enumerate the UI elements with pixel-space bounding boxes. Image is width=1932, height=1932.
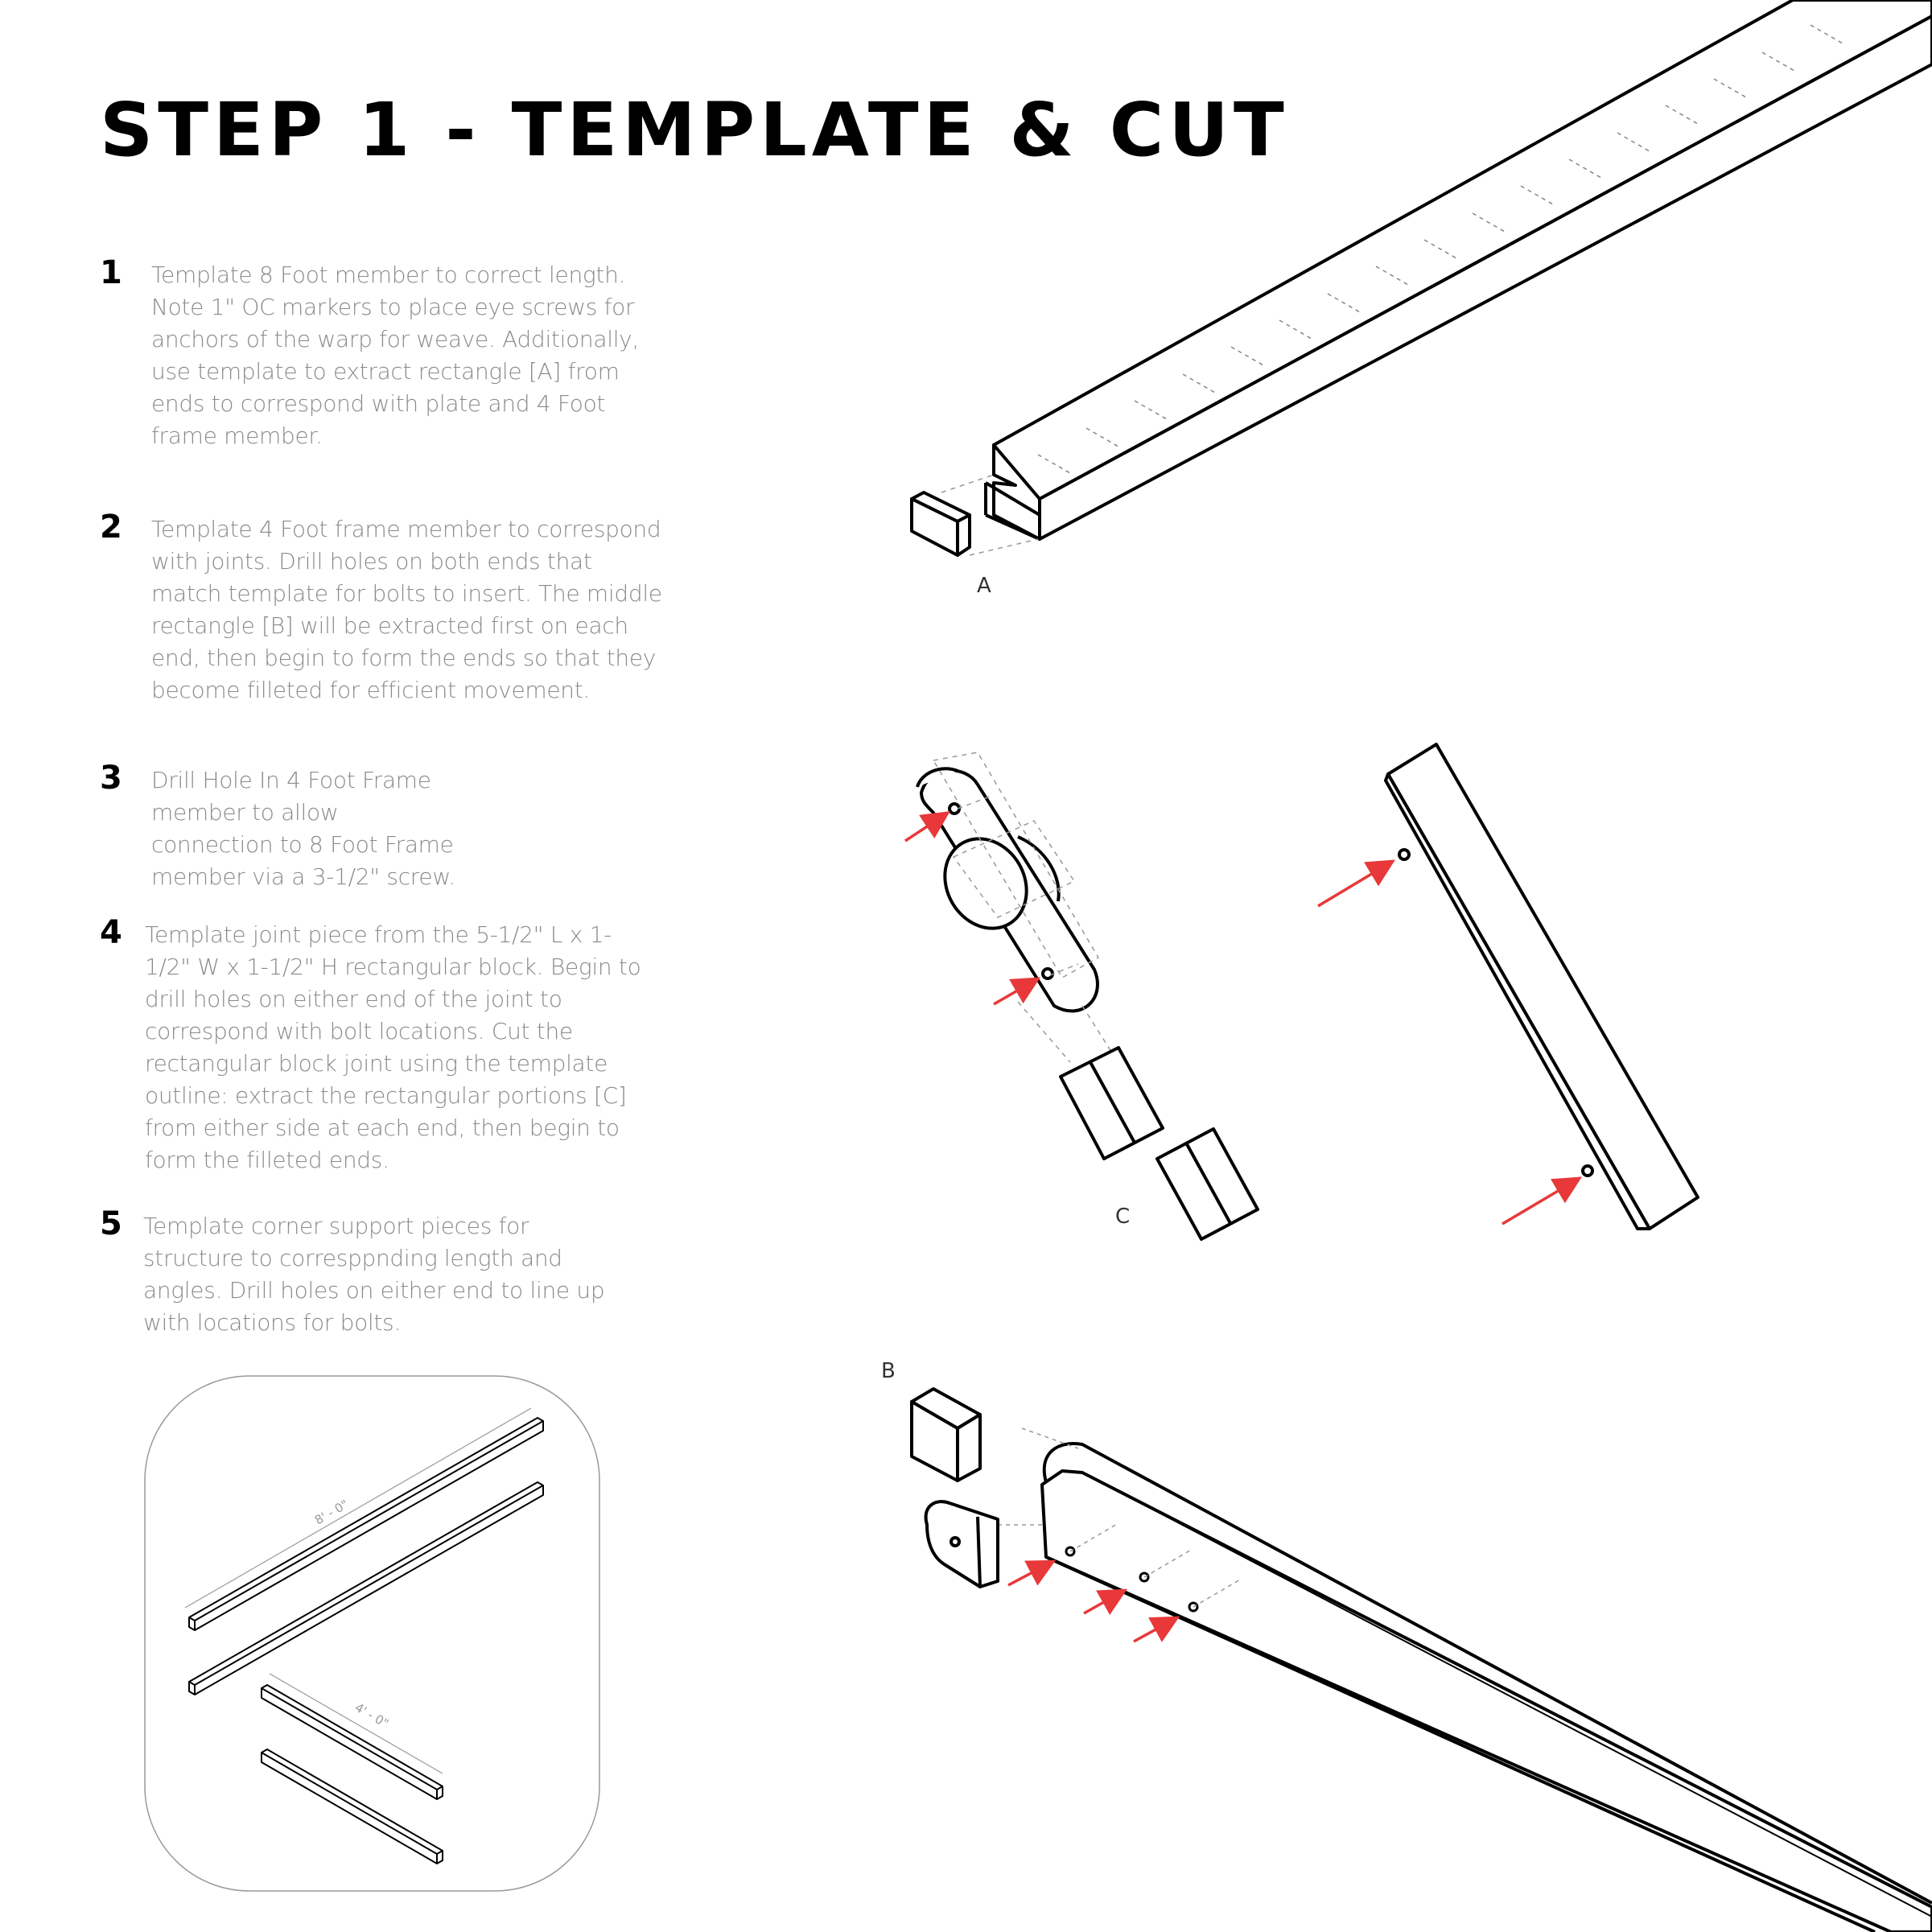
inset-dimension-lines [184, 1407, 532, 1774]
step-number: 3 [100, 760, 122, 797]
corner-support-piece [1384, 743, 1699, 1230]
arrow-icon [1007, 1559, 1057, 1587]
bolt-hole-guides [982, 1427, 1242, 1608]
step-description: Template 4 Foot frame member to correspo… [151, 516, 662, 703]
step-number: 4 [100, 914, 122, 951]
arrow-icon [1502, 1176, 1583, 1226]
page-title: STEP 1 - TEMPLATE & CUT [100, 87, 1289, 173]
inset-four-foot-members [261, 1684, 443, 1864]
oc-marker-lines [1037, 24, 1843, 474]
cutout-blocks-c [1059, 1046, 1259, 1241]
red-arrows [904, 811, 1583, 1643]
arrow-icon [1317, 859, 1396, 908]
filleted-end-piece [924, 1500, 999, 1588]
step-description: Template corner support pieces for struc… [143, 1213, 605, 1336]
arrow-icon [904, 811, 950, 842]
step-number: 5 [100, 1205, 122, 1242]
inset-frame [144, 1375, 600, 1892]
step-number: 1 [100, 254, 122, 291]
eight-foot-member [984, 0, 1932, 541]
step-description: Template joint piece from the 5-1/2" L x… [145, 921, 641, 1173]
label-c: C [1115, 1205, 1130, 1229]
arrow-icon [1083, 1588, 1128, 1615]
label-a: A [977, 574, 991, 598]
cutout-block-a [910, 491, 971, 557]
step-description: Template 8 Foot member to correct length… [151, 262, 640, 449]
arrow-icon [993, 977, 1041, 1006]
step-number: 2 [100, 509, 122, 546]
label-b: B [881, 1359, 896, 1383]
joint-piece [916, 767, 1099, 1013]
cutout-a-guides [941, 474, 1039, 556]
cutout-block-b [910, 1387, 982, 1482]
step-description: Drill Hole In 4 Foot Frame member to all… [151, 767, 455, 890]
inset-eight-foot-members [188, 1417, 544, 1695]
four-foot-member [1040, 1442, 1932, 1932]
arrow-icon [1133, 1616, 1180, 1643]
